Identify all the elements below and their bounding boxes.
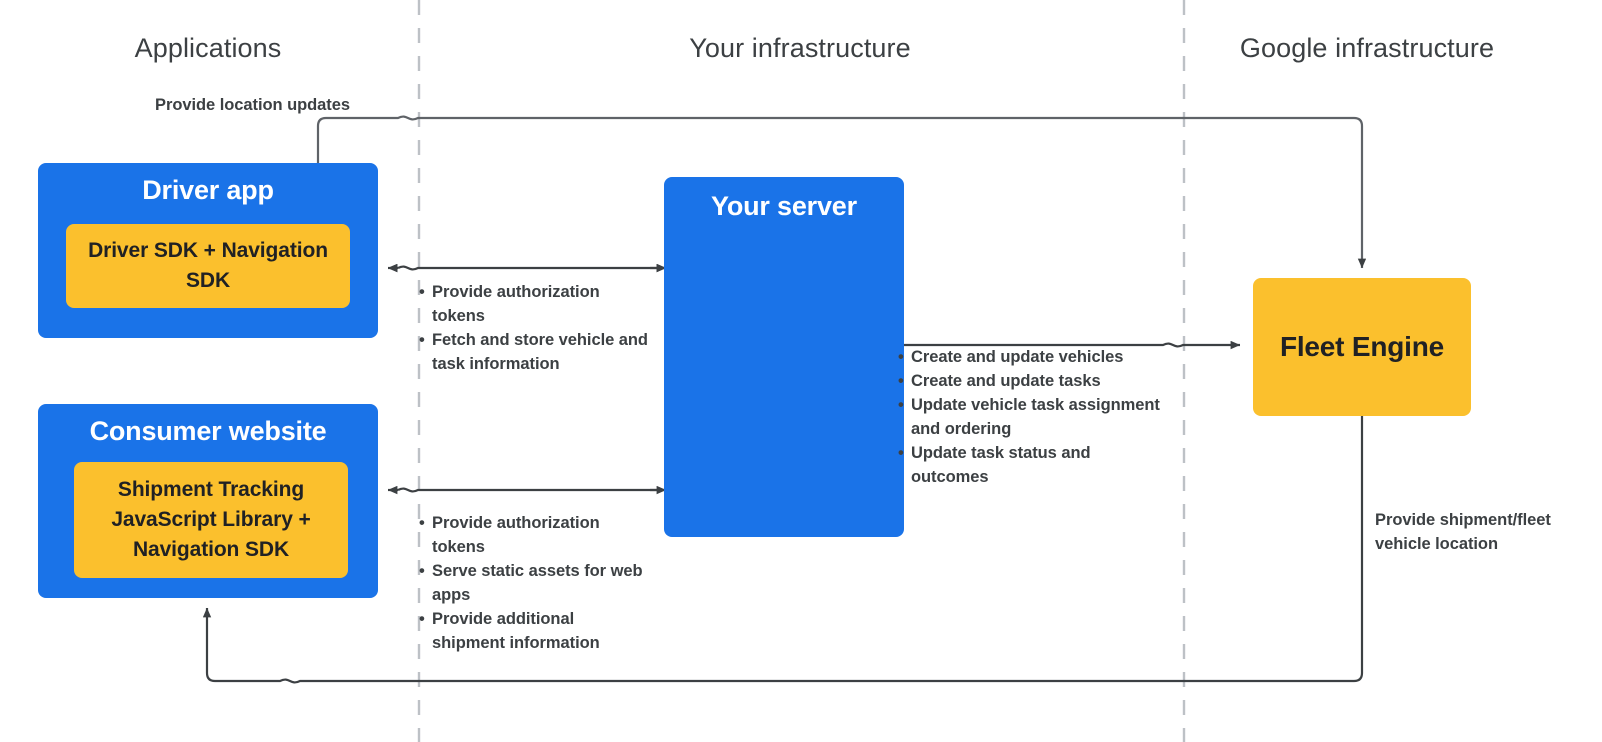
node-your-server-title: Your server: [711, 191, 857, 221]
list-item: Serve static assets for web apps: [419, 559, 649, 607]
list-item: Provide authorization tokens: [419, 511, 649, 559]
node-fleet-engine-title: Fleet Engine: [1279, 331, 1445, 362]
edge-bullets-server-fleet: Create and update vehicles Create and up…: [898, 345, 1160, 489]
zone-title-applications: Applications: [134, 33, 282, 63]
node-driver-sdk-box[interactable]: Driver SDK + Navigation SDK: [66, 224, 350, 308]
edge-bullets-driver-server: Provide authorization tokens Fetch and s…: [419, 280, 654, 376]
node-driver-sdk-label: Driver SDK + Navigation SDK: [88, 239, 328, 292]
list-item: Provide authorization tokens: [419, 280, 654, 328]
node-driver-app[interactable]: Driver app Driver SDK + Navigation SDK: [38, 163, 378, 338]
list-item: Update vehicle task assignment and order…: [898, 393, 1160, 441]
zone-title-your-infrastructure: Your infrastructure: [689, 33, 911, 63]
list-item: Create and update tasks: [898, 369, 1160, 393]
node-driver-app-title: Driver app: [142, 175, 274, 205]
node-shipment-tracking-box[interactable]: Shipment Tracking JavaScript Library + N…: [74, 462, 348, 578]
edge-label-location-updates: Provide location updates: [155, 96, 351, 114]
list-item: Create and update vehicles: [898, 345, 1160, 369]
edge-label-fleet-consumer: Provide shipment/fleet vehicle location: [1375, 511, 1551, 554]
list-item: Fetch and store vehicle and task informa…: [419, 328, 654, 376]
list-item: Provide additional shipment information: [419, 607, 649, 655]
node-consumer-website-title: Consumer website: [89, 416, 327, 446]
zone-title-google-infrastructure: Google infrastructure: [1239, 33, 1495, 63]
list-item: Update task status and outcomes: [898, 441, 1160, 489]
node-shipment-tracking-label: Shipment Tracking JavaScript Library + N…: [111, 478, 311, 561]
node-consumer-website[interactable]: Consumer website Shipment Tracking JavaS…: [38, 404, 378, 598]
edge-bullets-consumer-server: Provide authorization tokens Serve stati…: [419, 511, 649, 655]
node-your-server[interactable]: Your server: [664, 177, 904, 537]
edge-driver-server: [387, 263, 667, 273]
edge-consumer-server: [387, 485, 667, 495]
node-fleet-engine[interactable]: Fleet Engine: [1253, 278, 1471, 416]
